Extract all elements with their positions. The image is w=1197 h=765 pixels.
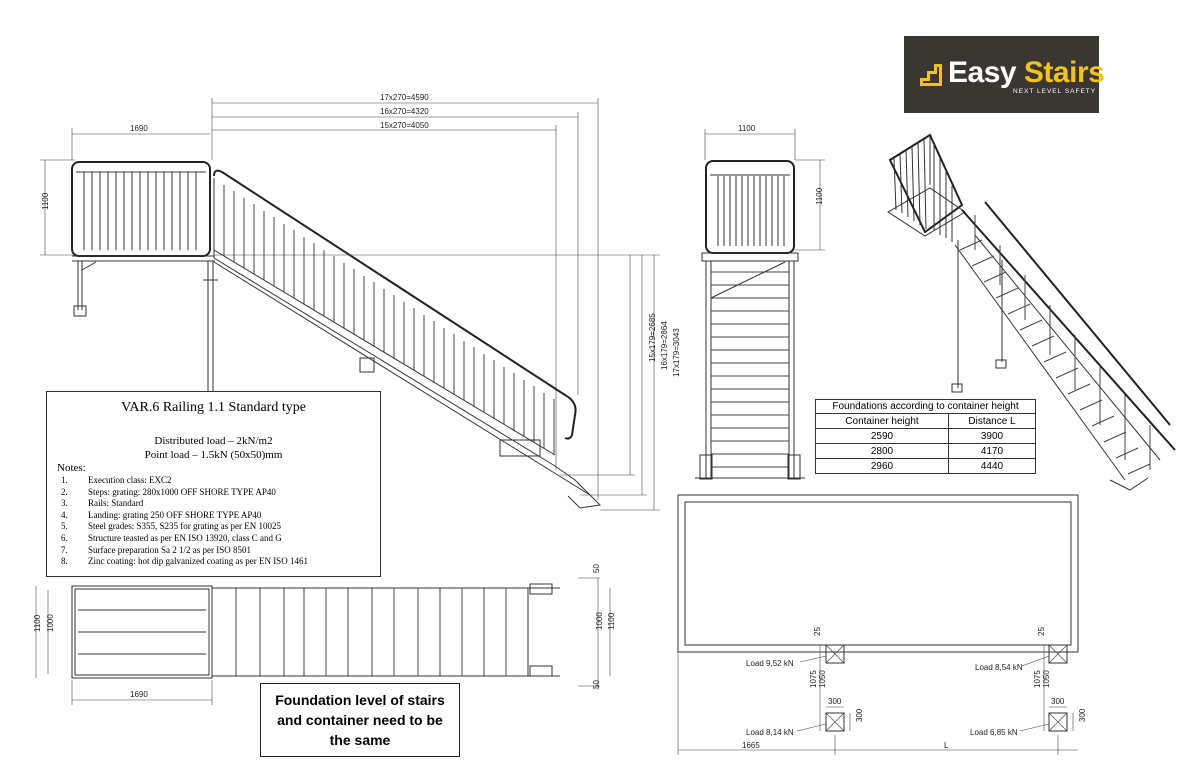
table-cell: 2800: [815, 443, 949, 459]
notes-list: 1.Execution class: EXC2 2.Steps: grating…: [61, 475, 308, 568]
dim-front-width: 1100: [738, 124, 756, 133]
dim-1050-right: 1050: [1042, 670, 1051, 688]
dim-25-left: 25: [813, 627, 822, 636]
table-header-row: Container height Distance L: [815, 413, 1036, 429]
foundation-note: Foundation level of stairs and container…: [260, 683, 460, 757]
side-view: 17x270=4590 16x270=4320 15x270=4050 1690…: [40, 93, 681, 511]
note-item: 8.Zinc coating: hot dip galvanized coati…: [61, 556, 308, 567]
dim-300-c: 300: [1051, 697, 1065, 706]
logo-tagline: NEXT LEVEL SAFETY: [1013, 88, 1097, 95]
table-row: 2800 4170: [815, 443, 1036, 459]
notes-label: Notes:: [57, 462, 86, 474]
header-distance-l: Distance L: [948, 413, 1036, 429]
note-item: 4.Landing: grating 250 OFF SHORE TYPE AP…: [61, 509, 262, 520]
logo-wordmark: Easy Stairs: [948, 56, 1105, 90]
note-item: 2.Steps: grating: 280x1000 OFF SHORE TYP…: [61, 486, 276, 497]
dim-plan-1100-right: 1100: [607, 612, 616, 630]
logo-word-easy: Easy: [948, 56, 1017, 89]
foundation-note-line1: Foundation level of stairs: [275, 692, 445, 708]
dim-1665: 1665: [742, 741, 760, 750]
dim-railing-height: 1100: [41, 192, 50, 210]
note-item: 1.Execution class: EXC2: [61, 475, 172, 485]
isometric-view: [887, 133, 1176, 491]
point-load: Point load – 1.5kN (50x50)mm: [144, 449, 283, 461]
dim-17-steps: 17x270=4590: [380, 93, 429, 102]
table-row: 2590 3900: [815, 428, 1036, 444]
dim-plan-1000-right: 1000: [595, 612, 604, 630]
dim-1075-right: 1075: [1033, 670, 1042, 688]
stairs-logo-icon: [920, 64, 942, 86]
notes-box: VAR.6 Railing 1.1 Standard type Distribu…: [46, 391, 381, 577]
plan-view: 1100 1000 50 1000 1100 50 1690: [33, 564, 616, 705]
dim-1050-left: 1050: [818, 670, 827, 688]
table-cell: 2960: [815, 458, 949, 474]
dim-plan-1690: 1690: [130, 690, 148, 699]
foundation-note-line3: the same: [329, 732, 391, 748]
dim-25-right: 25: [1037, 627, 1046, 636]
note-item: 6.Structure teasted as per EN ISO 13920,…: [61, 532, 282, 543]
dim-rise-17: 17x179=3043: [672, 328, 681, 377]
load-top-right: Load 8,54 kN: [975, 663, 1023, 672]
table-cell: 4170: [948, 443, 1036, 459]
dim-15-steps: 15x270=4050: [380, 121, 429, 130]
dim-300-d: 300: [1078, 708, 1087, 722]
table-cell: 2590: [815, 428, 949, 444]
dim-1075-left: 1075: [809, 670, 818, 688]
note-item: 5.Steel grades: S355, S235 for grating a…: [61, 521, 281, 532]
dim-rise-15: 15x179=2685: [648, 313, 657, 362]
logo-word-stairs: Stairs: [1023, 56, 1105, 89]
dim-300-a: 300: [828, 697, 842, 706]
dim-plan-1100: 1100: [33, 614, 42, 632]
notes-title: VAR.6 Railing 1.1 Standard type: [121, 400, 306, 415]
note-item: 3.Rails: Standard: [61, 498, 144, 509]
header-container-height: Container height: [815, 413, 949, 429]
distributed-load: Distributed load – 2kN/m2: [154, 435, 273, 447]
table-title: Foundations according to container heigh…: [815, 399, 1036, 413]
load-top-left: Load 9,52 kN: [746, 659, 794, 668]
dim-landing-length: 1690: [130, 124, 148, 133]
load-bottom-left: Load 8,14 kN: [746, 728, 794, 737]
dim-L: L: [944, 741, 949, 750]
front-view: 1100 1100: [695, 124, 825, 480]
dim-plan-1000: 1000: [46, 614, 55, 632]
dim-rise-16: 16x179=2864: [660, 321, 669, 370]
foundation-note-line2: and container need to be: [277, 712, 443, 728]
dim-front-height: 1100: [815, 187, 824, 205]
table-row: 2960 4440: [815, 458, 1036, 474]
table-cell: 4440: [948, 458, 1036, 474]
dim-plan-50-bottom: 50: [592, 680, 601, 689]
dim-plan-50-top: 50: [592, 564, 601, 573]
dim-300-b: 300: [855, 708, 864, 722]
foundations-table: Foundations according to container heigh…: [815, 399, 1036, 474]
table-cell: 3900: [948, 428, 1036, 444]
load-bottom-right: Load 6,85 kN: [970, 728, 1018, 737]
dim-16-steps: 16x270=4320: [380, 107, 429, 116]
note-item: 7.Surface preparation Sa 2 1/2 as per IS…: [61, 544, 251, 555]
container-plan: Load 9,52 kN Load 8,54 kN Load 8,14 kN L…: [677, 494, 1087, 755]
